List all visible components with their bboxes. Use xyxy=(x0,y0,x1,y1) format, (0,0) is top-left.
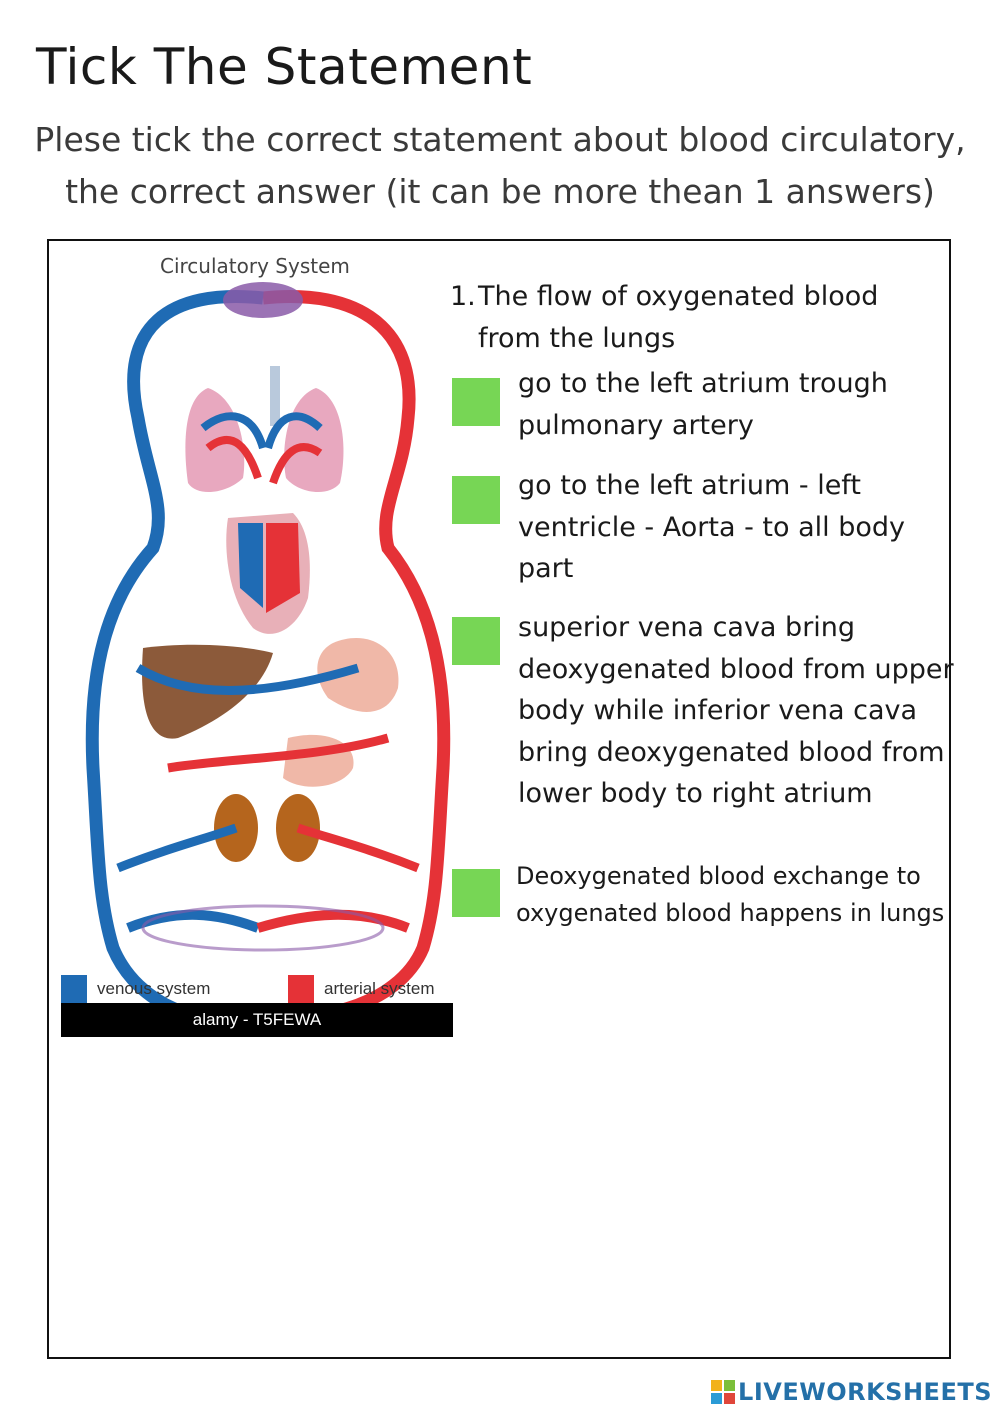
liveworksheets-logo-icon xyxy=(711,1380,736,1404)
option-1-text: go to the left atrium trough pulmonary a… xyxy=(518,368,888,441)
brand-name: LIVEWORKSHEETS xyxy=(738,1378,992,1406)
renal-artery xyxy=(296,823,420,873)
venous-outer-loop xyxy=(85,290,264,1025)
systemic-vein-mid xyxy=(135,663,360,695)
option-3-checkbox[interactable] xyxy=(452,617,500,665)
circulatory-diagram xyxy=(85,282,451,1025)
image-credit: alamy - T5FEWA xyxy=(61,1003,453,1037)
arterial-label: arterial system xyxy=(324,979,435,998)
pulmonary-artery-left xyxy=(200,412,267,450)
venous-swatch xyxy=(61,975,87,1003)
page-title: Tick The Statement xyxy=(36,38,533,96)
right-lung xyxy=(284,388,344,493)
legend-arterial: arterial system xyxy=(288,975,435,1003)
heart-right-side xyxy=(238,523,263,608)
lower-capillary-bed xyxy=(141,904,385,952)
systemic-artery-mid xyxy=(167,733,390,773)
stomach xyxy=(317,638,399,712)
option-2-checkbox[interactable] xyxy=(452,476,500,524)
question-number: 1. xyxy=(450,281,476,312)
head-capillaries xyxy=(223,282,303,318)
diagram-title: Circulatory System xyxy=(160,254,350,278)
subtitle-line-1: Plese tick the correct statement about b… xyxy=(34,120,966,159)
option-1-checkbox[interactable] xyxy=(452,378,500,426)
lower-capillaries-arterial xyxy=(256,909,410,933)
worksheet-frame xyxy=(47,239,951,1359)
intestine xyxy=(283,734,354,787)
question-text: The flow of oxygenated blood from the lu… xyxy=(478,281,879,354)
legend-venous: venous system xyxy=(61,975,210,1003)
liveworksheets-brand: LIVEWORKSHEETS xyxy=(711,1378,992,1406)
trachea xyxy=(270,366,280,426)
option-4-text: Deoxygenated blood exchange to oxygenate… xyxy=(516,862,945,927)
lower-capillaries-venous xyxy=(126,909,260,933)
renal-vein xyxy=(116,823,238,873)
subtitle-line-2: the correct answer (it can be more thean… xyxy=(65,172,935,211)
pulmonary-vein-right xyxy=(269,443,323,485)
option-3-text: superior vena cava bring deoxygenated bl… xyxy=(518,612,954,809)
pulmonary-artery-right xyxy=(264,412,323,450)
arterial-outer-loop xyxy=(236,290,451,1025)
venous-label: venous system xyxy=(97,979,211,998)
option-2-text: go to the left atrium - left ventricle -… xyxy=(518,470,906,584)
page-subtitle: Plese tick the correct statement about b… xyxy=(20,114,980,218)
arterial-swatch xyxy=(288,975,314,1003)
pulmonary-vein-left xyxy=(205,436,262,480)
option-4-checkbox[interactable] xyxy=(452,869,500,917)
heart-left-side xyxy=(266,523,300,613)
